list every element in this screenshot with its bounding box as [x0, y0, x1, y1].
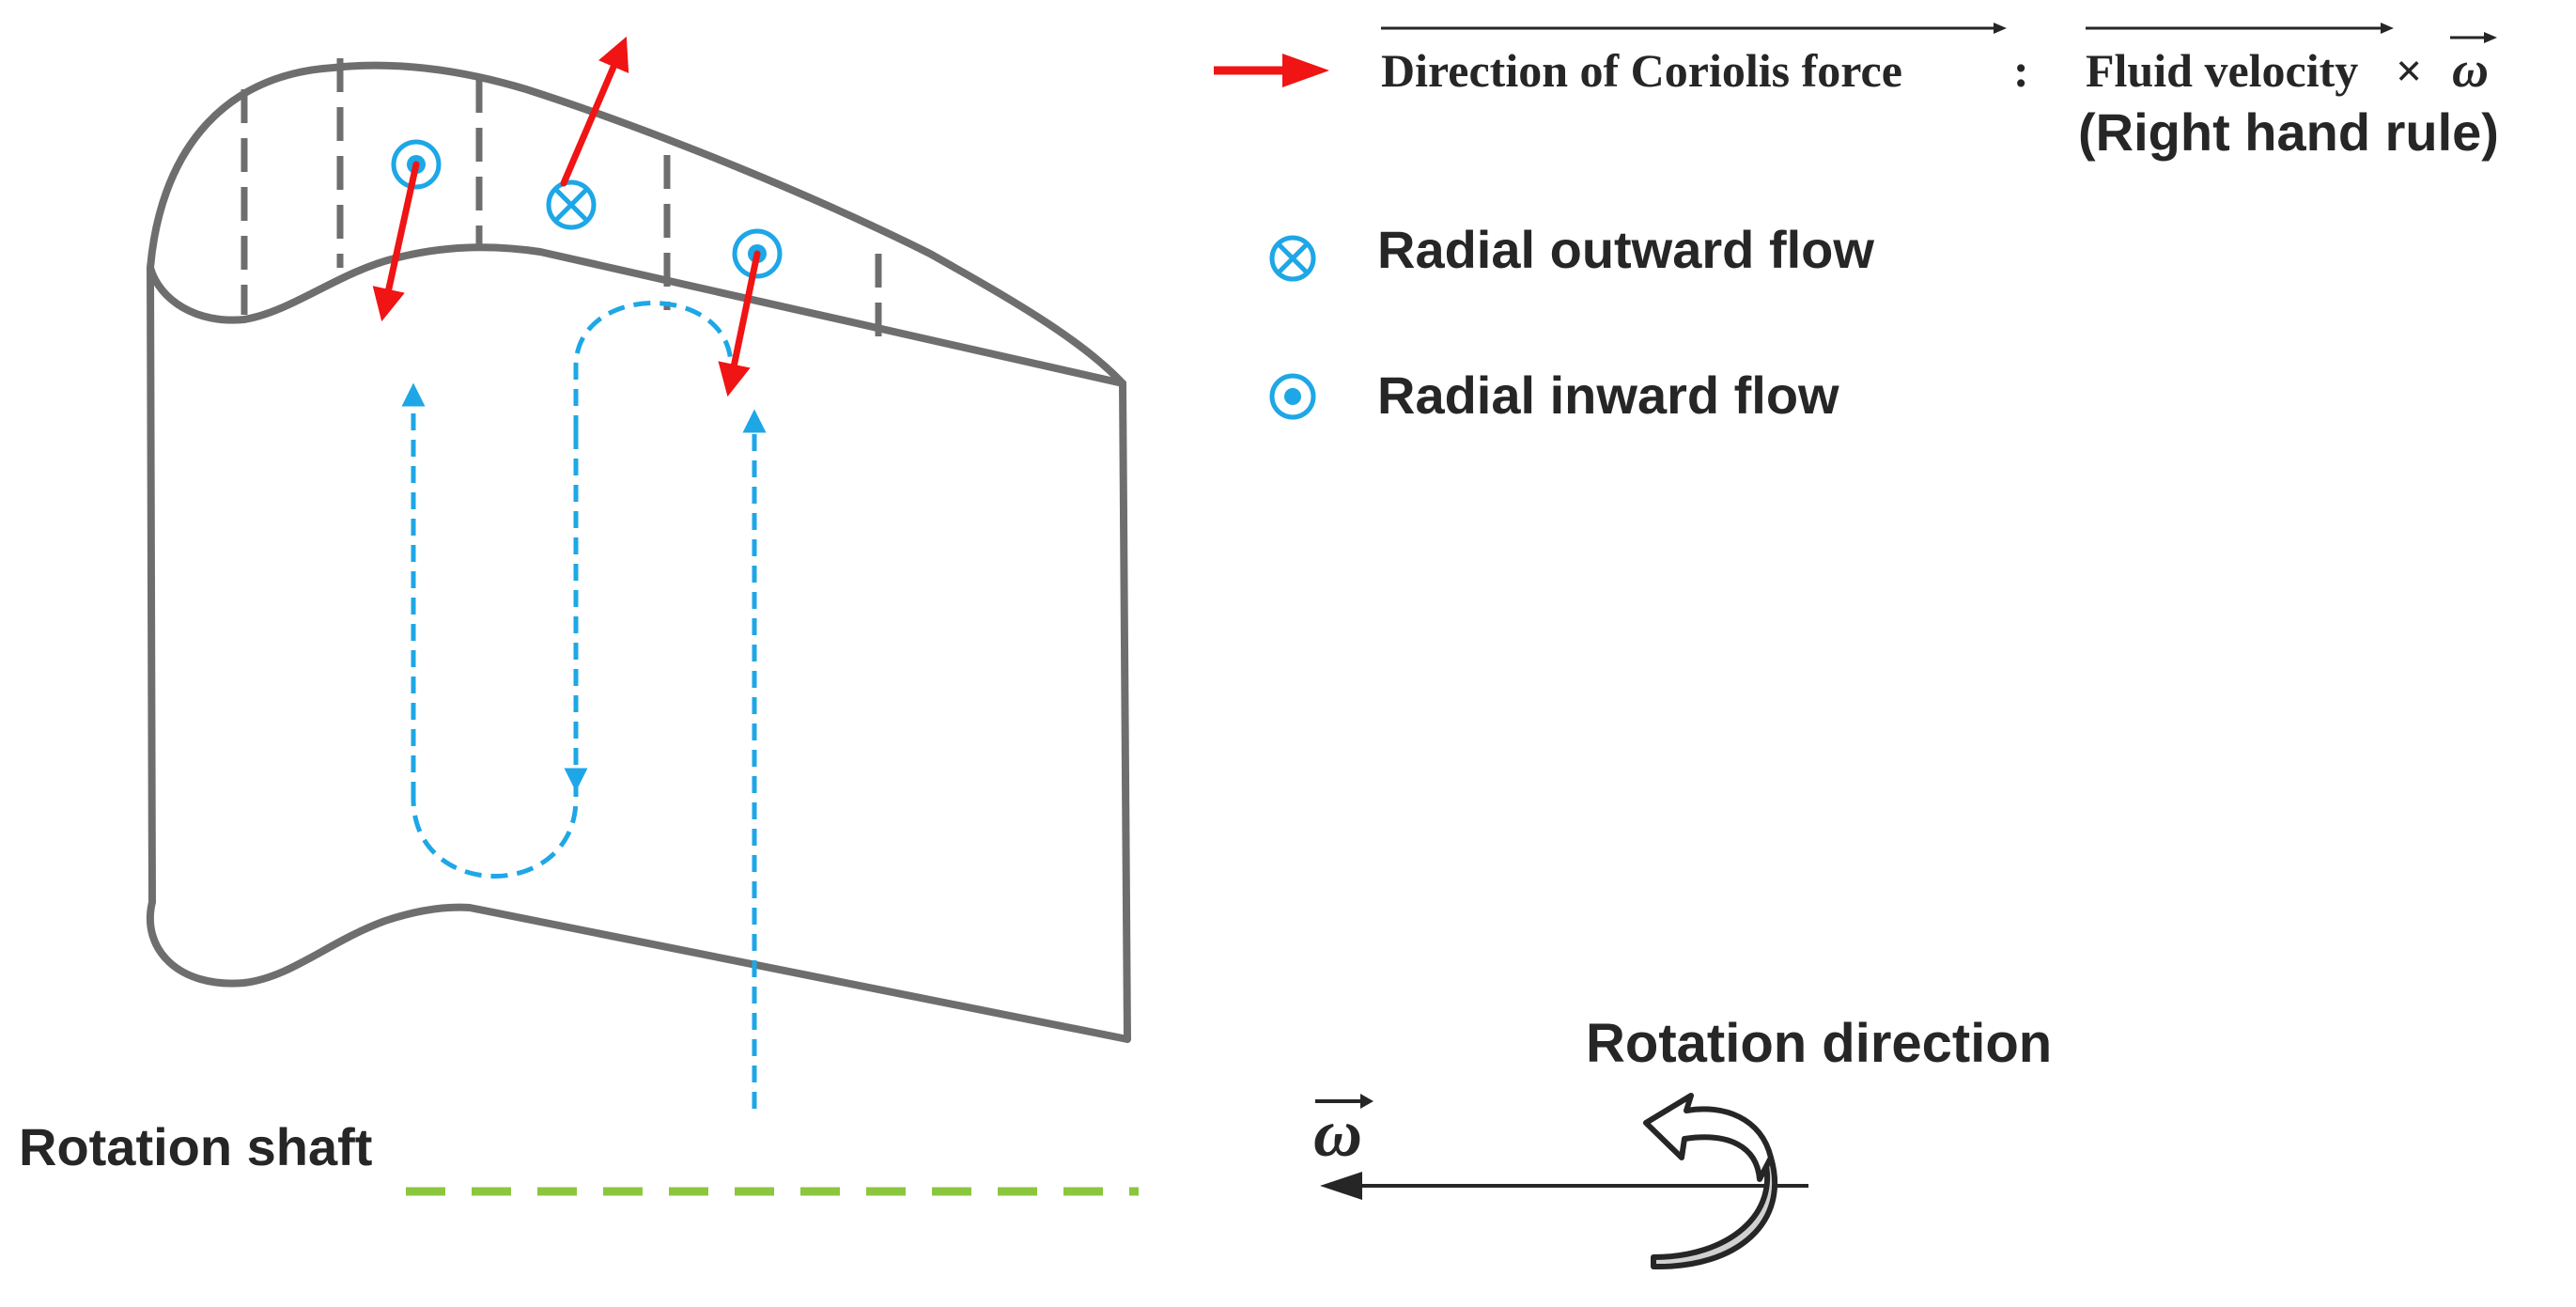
- omega-axis-symbol: ω: [1313, 1096, 1362, 1171]
- legend-radial-inward-label: Radial inward flow: [1377, 366, 1839, 425]
- legend-separator: :: [2013, 44, 2029, 97]
- legend-coriolis-arrow-icon: [1214, 54, 1329, 87]
- legend-cross-symbol: ×: [2396, 44, 2423, 97]
- legend: Direction of Coriolis force : Fluid velo…: [1214, 23, 2499, 425]
- rotation-direction-label: Rotation direction: [1586, 1013, 2052, 1074]
- blade-hub-edge: [146, 898, 1131, 1043]
- legend-right-hand-rule: (Right hand rule): [2078, 102, 2499, 162]
- coolant-tip-turn: [573, 301, 734, 432]
- legend-fluid-velocity-label: Fluid velocity: [2086, 44, 2358, 97]
- blade-trailing-edge: [1119, 380, 1131, 1043]
- coriolis-arrow-3: [718, 250, 761, 397]
- blade-tip-pressure-edge: [147, 243, 1126, 387]
- coriolis-arrow-1: [372, 161, 420, 322]
- coriolis-arrow-2: [560, 36, 629, 187]
- legend-omega-symbol: ω: [2452, 41, 2489, 98]
- legend-inward-flow-icon: [1269, 373, 1316, 420]
- coolant-serpentine-path: [401, 301, 767, 1109]
- omega-axis-overarrow: [1315, 1094, 1373, 1109]
- outward-flow-symbol-1: [546, 179, 597, 230]
- blade-tip-suction-edge: [147, 61, 1126, 387]
- legend-radial-outward-label: Radial outward flow: [1377, 220, 1874, 279]
- rotation-shaft-label: Rotation shaft: [19, 1117, 372, 1176]
- coolant-hub-turn: [411, 780, 579, 879]
- omega-vector-arrowhead: [1320, 1172, 1362, 1200]
- legend-outward-flow-icon: [1269, 235, 1316, 282]
- legend-omega-overarrow: [2450, 32, 2497, 43]
- blade-outline: [146, 61, 1131, 1043]
- blade-leading-edge: [147, 264, 156, 906]
- legend-coriolis-overarrow: [1381, 23, 2007, 34]
- legend-coriolis-label: Direction of Coriolis force: [1381, 44, 1902, 97]
- legend-fluid-velocity-overarrow: [2086, 23, 2394, 34]
- coriolis-arrows: [372, 36, 761, 397]
- rotation-arrow-icon: [1643, 1093, 1778, 1270]
- tip-rib-dashes: [241, 58, 882, 338]
